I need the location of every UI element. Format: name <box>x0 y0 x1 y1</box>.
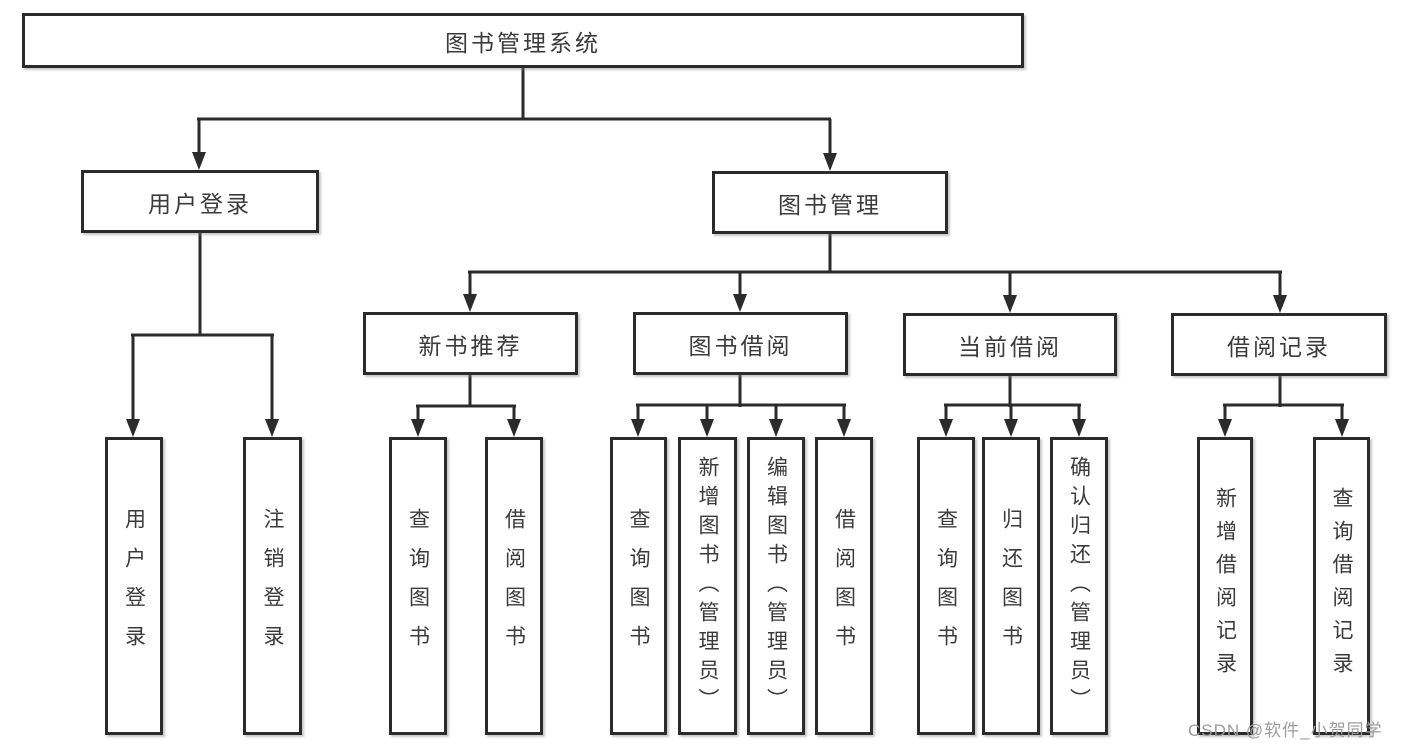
node-label: 查询图书 <box>627 508 650 664</box>
node-label: 图书借阅 <box>688 332 793 359</box>
node-label: 查询图书 <box>934 508 958 664</box>
node-label: 借阅图书 <box>502 508 526 664</box>
node-label: 查询借阅记录 <box>1330 487 1353 685</box>
node-label: 注销登录 <box>261 508 284 664</box>
node-label: 新增图书（管理员） <box>696 455 719 717</box>
leaf-edit-books-admin: 编辑图书（管理员） <box>747 437 805 735</box>
leaf-query-books-borrowing: 查询图书 <box>610 437 667 735</box>
leaf-user-login: 用户登录 <box>105 437 163 735</box>
node-label: 查询图书 <box>406 508 430 664</box>
leaf-logout-login: 注销登录 <box>243 437 302 735</box>
node-label: 用户登录 <box>148 190 252 217</box>
node-label: 归还图书 <box>999 508 1023 664</box>
node-current-borrowing: 当前借阅 <box>903 313 1117 376</box>
leaf-query-borrow-record: 查询借阅记录 <box>1313 437 1370 735</box>
node-label: 新书推荐 <box>418 332 523 359</box>
node-label: 图书管理 <box>778 191 882 218</box>
node-user-login: 用户登录 <box>81 170 319 233</box>
node-library-system: 图书管理系统 <box>22 13 1024 68</box>
node-label: 用户登录 <box>122 508 146 664</box>
leaf-borrow-books-borrowing: 借阅图书 <box>815 437 873 735</box>
leaf-add-books-admin: 新增图书（管理员） <box>678 437 737 735</box>
node-new-book-recommendation: 新书推荐 <box>363 312 578 375</box>
leaf-return-books: 归还图书 <box>982 437 1040 735</box>
node-book-management: 图书管理 <box>712 171 948 234</box>
node-label: 借阅图书 <box>832 508 856 664</box>
leaf-query-books-recommend: 查询图书 <box>389 437 447 735</box>
node-label: 图书管理系统 <box>445 29 601 56</box>
node-borrowing-records: 借阅记录 <box>1171 313 1387 376</box>
node-label: 借阅记录 <box>1227 333 1331 360</box>
leaf-add-borrow-record: 新增借阅记录 <box>1197 437 1253 735</box>
leaf-query-books-current: 查询图书 <box>917 437 975 735</box>
leaf-confirm-return-admin: 确认归还（管理员） <box>1050 437 1108 735</box>
node-label: 新增借阅记录 <box>1213 487 1237 685</box>
watermark: CSDN @软件_小贺同学 <box>1188 721 1383 740</box>
node-label: 当前借阅 <box>958 333 1062 360</box>
leaf-borrow-books-recommend: 借阅图书 <box>485 437 543 735</box>
node-label: 编辑图书（管理员） <box>764 455 788 717</box>
node-book-borrowing: 图书借阅 <box>633 312 848 375</box>
node-label: 确认归还（管理员） <box>1067 455 1091 717</box>
